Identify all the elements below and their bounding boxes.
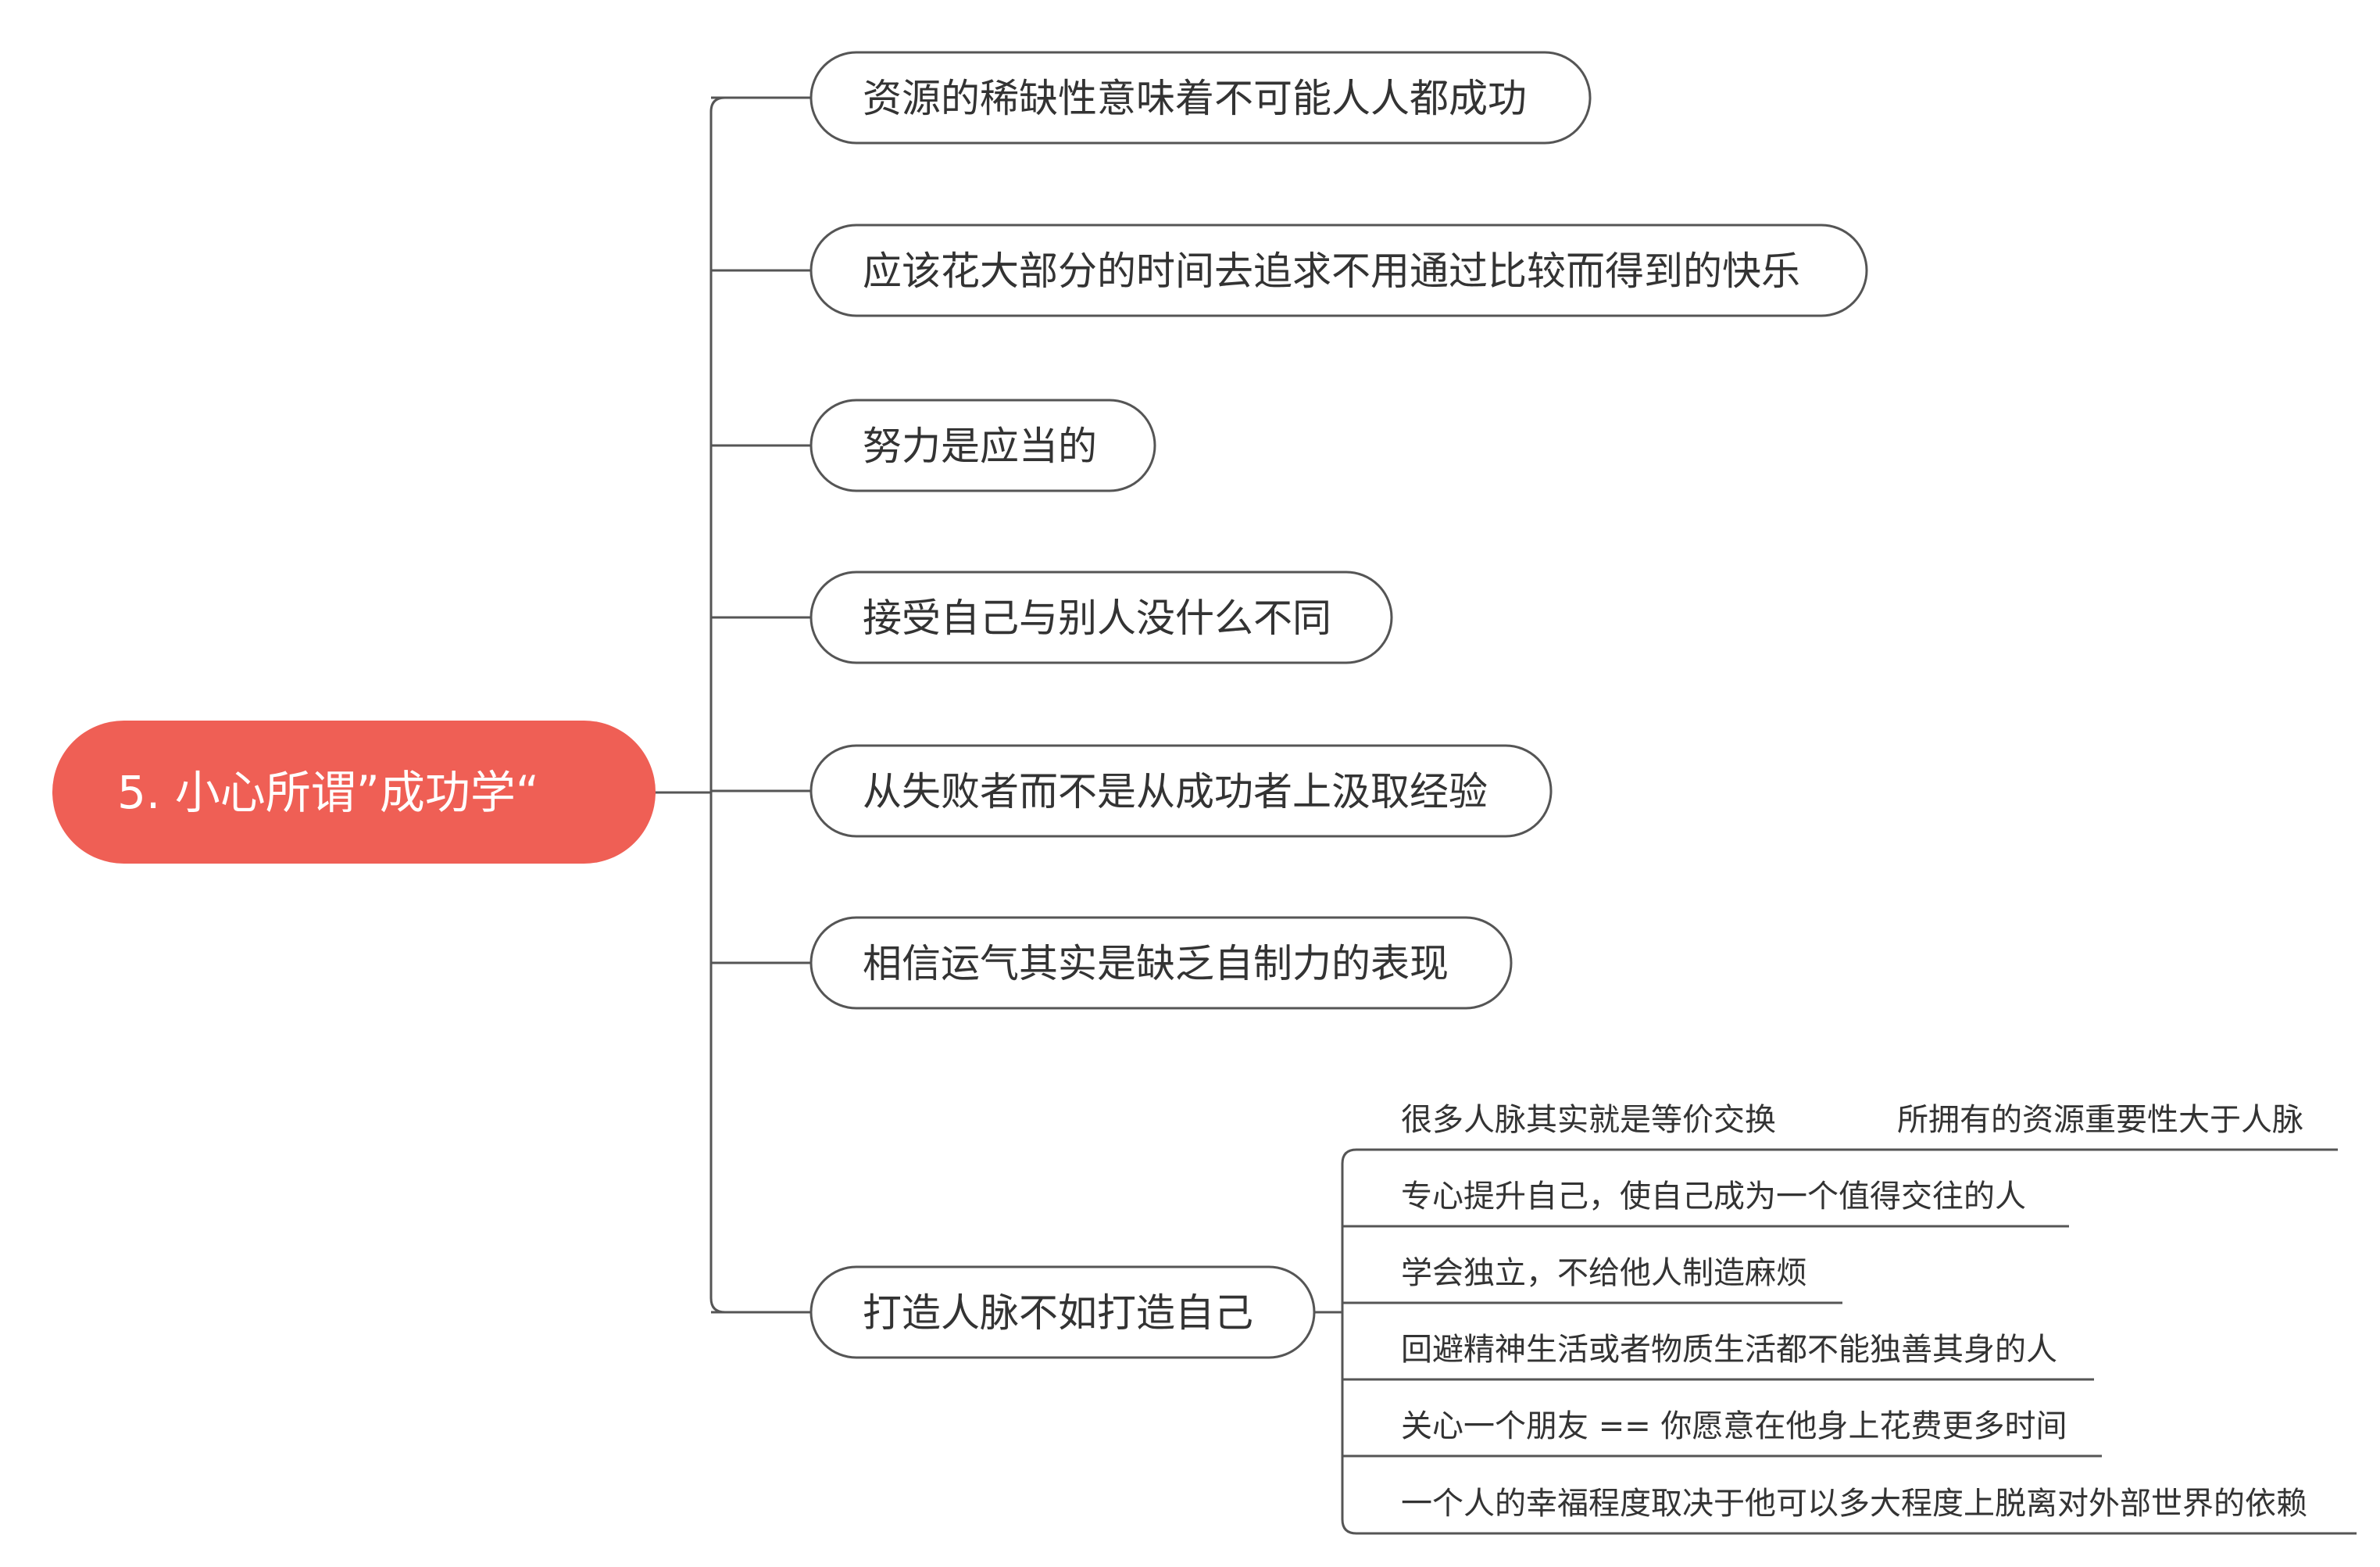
branch-node-box (809, 744, 1553, 838)
sub-topic[interactable]: 专心提升自己，使自己成为一个值得交往的人 (1401, 1179, 2026, 1215)
sub-topic[interactable]: 回避精神生活或者物质生活都不能独善其身的人 (1401, 1332, 2057, 1368)
sub-topic-label: 很多人脉其实就是等价交换 (1401, 1102, 1776, 1138)
branch-node[interactable]: 努力是应当的 (809, 399, 1156, 492)
sub-topic-label: 回避精神生活或者物质生活都不能独善其身的人 (1401, 1332, 2057, 1368)
central-topic-label: 5. 小心所谓”成功学“ (117, 766, 539, 819)
sub-topic[interactable]: 很多人脉其实就是等价交换 所拥有的资源重要性大于人脉 (1401, 1102, 2303, 1138)
sub-topic-label: 学会独立，不给他人制造麻烦 (1401, 1255, 1807, 1291)
connectors (655, 96, 2357, 1535)
branch-node-box (809, 399, 1156, 492)
sub-trunk (1341, 1148, 1357, 1535)
branch-label: 应该花大部分的时间去追求不用通过比较而得到的快乐 (863, 249, 1800, 294)
branch-node[interactable]: 从失败者而不是从成功者上汲取经验 (809, 744, 1553, 838)
branch-node[interactable]: 应该花大部分的时间去追求不用通过比较而得到的快乐 (809, 224, 1868, 317)
sub-topic[interactable]: 关心一个朋友 == 你愿意在他身上花费更多时间 (1401, 1408, 2067, 1444)
branch-label: 从失败者而不是从成功者上汲取经验 (863, 769, 1488, 814)
branch-label: 打造人脉不如打造自己 (863, 1290, 1253, 1336)
sub-topic-label: 一个人的幸福程度取决于他可以多大程度上脱离对外部世界的依赖 (1401, 1486, 2307, 1522)
sub-topic-note: 所拥有的资源重要性大于人脉 (1897, 1102, 2303, 1138)
branch-node-box (809, 916, 1513, 1010)
sub-topic[interactable]: 一个人的幸福程度取决于他可以多大程度上脱离对外部世界的依赖 (1401, 1486, 2307, 1522)
branch-node-box (809, 1265, 1316, 1359)
branch-label: 努力是应当的 (863, 424, 1097, 469)
branch-node[interactable]: 接受自己与别人没什么不同 (809, 571, 1393, 664)
sub-topic-label: 关心一个朋友 == 你愿意在他身上花费更多时间 (1401, 1408, 2067, 1444)
branch-label: 接受自己与别人没什么不同 (863, 596, 1331, 641)
sub-topic-label: 专心提升自己，使自己成为一个值得交往的人 (1401, 1179, 2026, 1215)
branch-node-box (809, 51, 1592, 145)
sub-topic[interactable]: 学会独立，不给他人制造麻烦 (1401, 1255, 1807, 1291)
branch-trunk (709, 96, 726, 1314)
branch-node-box (809, 224, 1868, 317)
branch-node[interactable]: 资源的稀缺性意味着不可能人人都成功 (809, 51, 1592, 145)
central-topic-box (52, 721, 656, 864)
branch-node[interactable]: 打造人脉不如打造自己 (809, 1265, 1316, 1359)
branch-label: 资源的稀缺性意味着不可能人人都成功 (863, 76, 1527, 121)
branch-node[interactable]: 相信运气其实是缺乏自制力的表现 (809, 916, 1513, 1010)
branch-label: 相信运气其实是缺乏自制力的表现 (863, 941, 1449, 986)
central-topic[interactable]: 5. 小心所谓”成功学“ (52, 721, 656, 864)
branch-node-box (809, 571, 1393, 664)
